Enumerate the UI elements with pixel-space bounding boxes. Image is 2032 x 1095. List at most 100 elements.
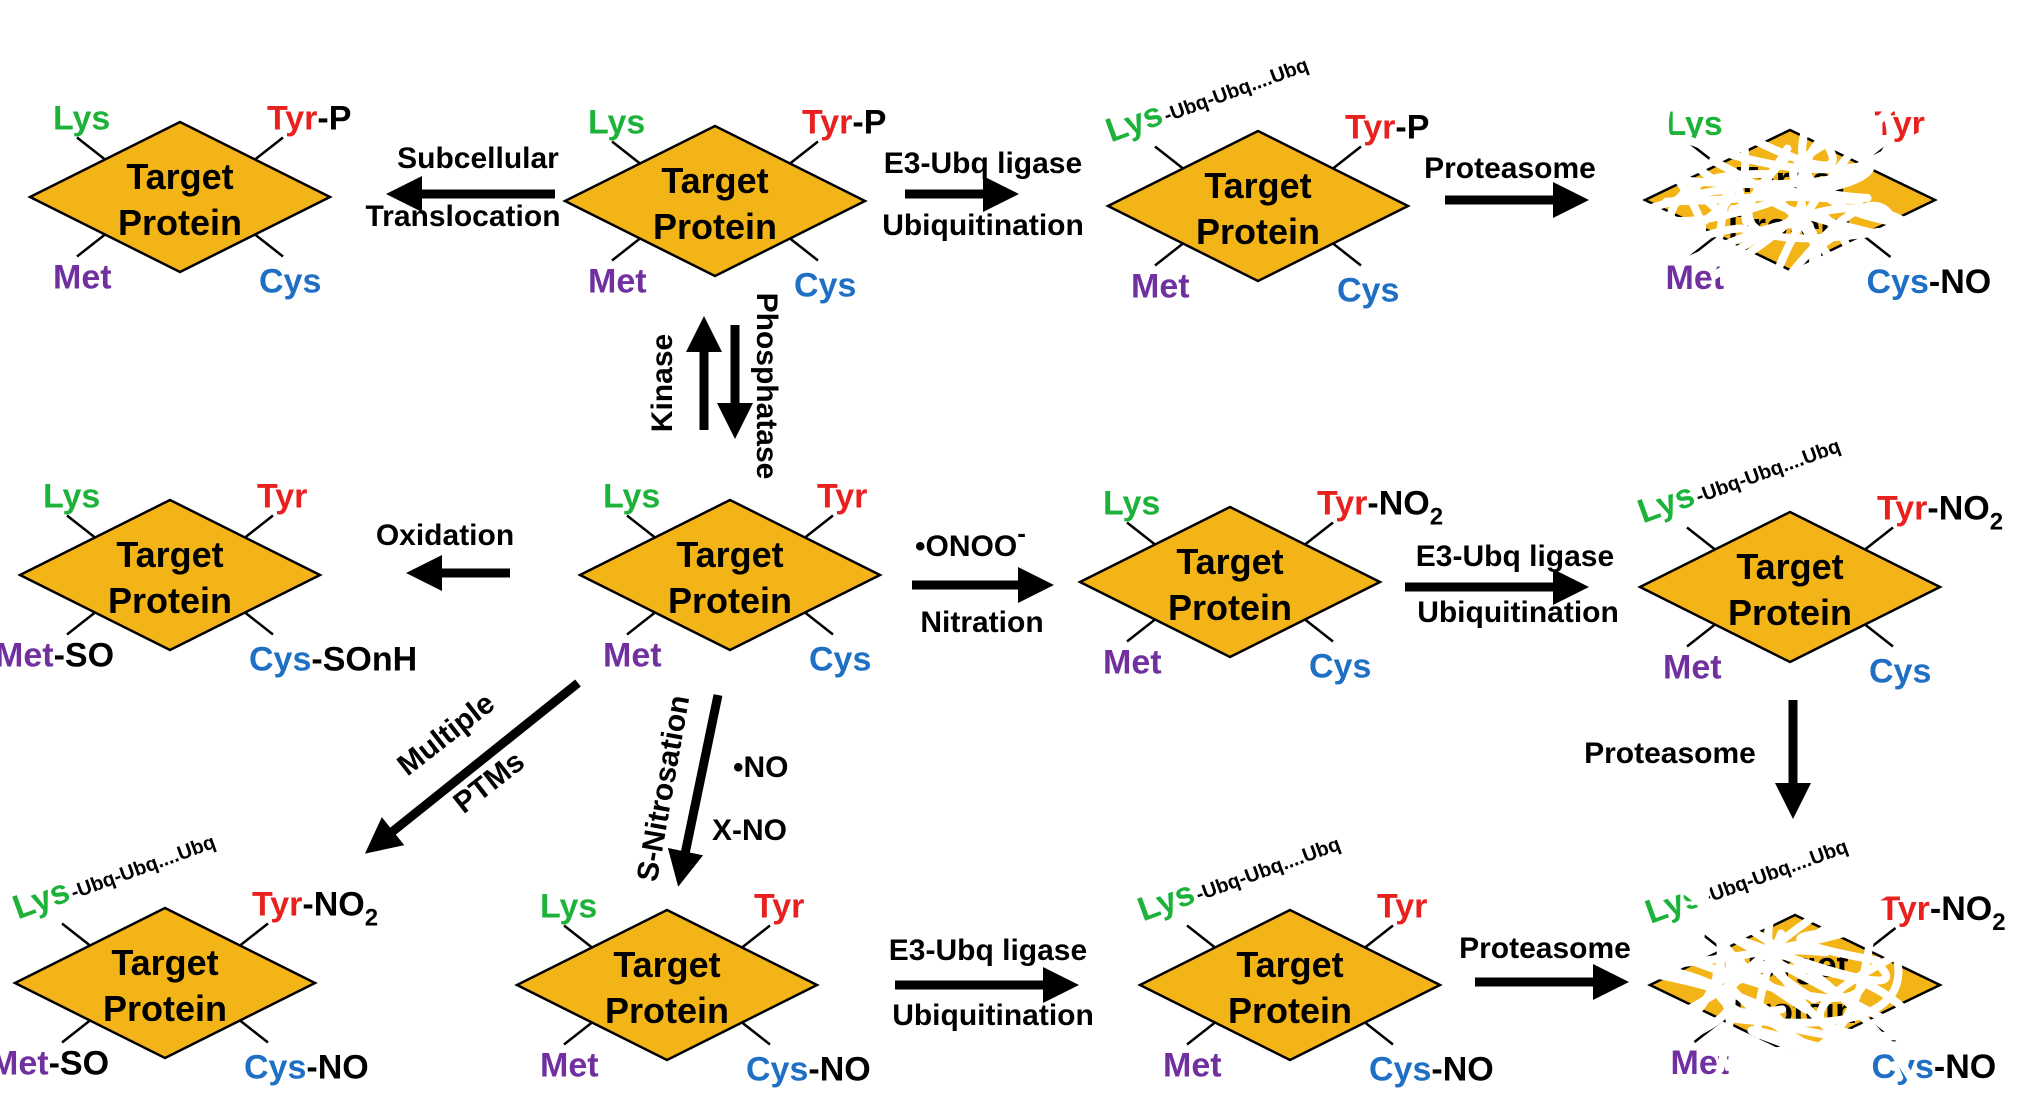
protein-label-line2: Protein: [653, 206, 777, 247]
scribble-stroke: [1637, 129, 1930, 225]
scribble-stroke: [1719, 86, 1837, 170]
phosphatase-label: Phosphatase: [750, 293, 783, 480]
met-name: Met: [0, 1045, 49, 1083]
protein-diamond: [1105, 129, 1411, 283]
target-protein-p8: TargetProteinLys-Ubq-Ubq....UbqTyr-NO2Me…: [1633, 423, 2003, 691]
protein-diamond: [1637, 510, 1943, 664]
scribble-stroke: [1716, 204, 1956, 267]
site-tick: [789, 237, 819, 262]
site-tick: [66, 611, 96, 636]
site-tick: [563, 1021, 593, 1046]
scribble-stroke: [1708, 156, 1822, 306]
site-tick: [76, 233, 106, 258]
cys-name: Cys: [1309, 648, 1371, 686]
tyr-name: Tyr: [817, 478, 867, 516]
no-radical-label: •NO: [733, 751, 789, 784]
tyr-site: Tyr-P: [802, 104, 886, 142]
protein-label-line1: Target: [126, 156, 233, 197]
met-site: Met: [1131, 268, 1190, 306]
met-name: Met: [1131, 268, 1190, 306]
protein-label-line2: Protein: [1168, 587, 1292, 628]
met-name: Met: [0, 637, 54, 675]
degradation-scribble: [1633, 86, 1956, 311]
x-no-label: X-NO: [712, 814, 787, 847]
site-tick: [239, 922, 269, 947]
oxidation-label: Oxidation: [376, 519, 514, 552]
tyr-name: Tyr: [267, 100, 317, 138]
cys-site: Cys: [1869, 653, 1931, 691]
tyr-name: Tyr: [1317, 485, 1367, 523]
lys-name: Lys: [1133, 874, 1200, 929]
site-tick: [239, 1019, 269, 1044]
site-tick: [563, 924, 593, 949]
ubq-chain: -Ubq-Ubq....Ubq: [1161, 54, 1312, 127]
degradation-scribble: [1627, 875, 1964, 1095]
arrows-layer: [364, 176, 1811, 1003]
scribble-stroke: [1629, 878, 1725, 1073]
cys-modification: -NO: [1929, 263, 1991, 301]
cys-name: Cys: [1369, 1051, 1431, 1089]
met-site: Met-SO: [0, 637, 114, 675]
scribble-stroke: [1644, 968, 1792, 1088]
lys-site: Lys-Ubq-Ubq....Ubq: [1633, 423, 1845, 531]
protein-label-line1: Target: [1736, 546, 1843, 587]
site-tick: [1861, 234, 1892, 258]
scribble-stroke: [1710, 184, 1806, 280]
cys-site: Cys-NO: [1867, 263, 1992, 301]
tyr-site: Tyr: [817, 478, 867, 516]
met-site: Met: [603, 637, 662, 675]
cys-site: Cys: [809, 641, 871, 679]
tyr-modification: -NO: [1930, 890, 1992, 928]
lys-site: Lys: [540, 888, 597, 926]
target-protein-p12: TargetProteinLys-Ubq-Ubq....UbqTyr-NO2Me…: [1627, 836, 2006, 1095]
site-tick: [626, 514, 656, 539]
translocation-label: Translocation: [365, 200, 560, 233]
target-protein-p9: TargetProteinLys-Ubq-Ubq....UbqTyr-NO2Me…: [0, 819, 378, 1086]
lys-name: Lys: [8, 872, 75, 927]
cys-modification: -NO: [1431, 1051, 1493, 1089]
tyr-name: Tyr: [802, 104, 852, 142]
subcellular-label: Subcellular: [397, 142, 559, 175]
cys-site: Cys-NO: [746, 1051, 871, 1089]
tyr-site: Tyr-P: [267, 100, 351, 138]
met-site: Met: [1163, 1047, 1222, 1085]
tyr-site: Tyr-NO2: [252, 886, 378, 932]
met-modification: -SO: [49, 1045, 109, 1083]
lys-name: Lys: [1633, 476, 1700, 531]
tyr-site: Tyr-NO2: [1880, 890, 2006, 936]
onoo-charge: -: [1017, 518, 1026, 548]
subscript-2: 2: [1992, 909, 2005, 936]
protein-label-line1: Target: [613, 944, 720, 985]
cys-site: Cys: [1309, 648, 1371, 686]
ubq-chain: -Ubq-Ubq....Ubq: [68, 831, 219, 904]
protein-label-line1: Target: [111, 942, 218, 983]
subscript-2: 2: [1430, 504, 1443, 531]
onoo-text: •ONOO: [915, 530, 1017, 563]
met-site: Met: [53, 259, 112, 297]
lys-name: Lys: [1101, 95, 1168, 150]
tyr-modification: -P: [852, 104, 886, 142]
site-tick: [1126, 618, 1156, 643]
met-site: Met-SO: [0, 1045, 109, 1083]
cys-name: Cys: [809, 641, 871, 679]
tyr-modification: -NO: [302, 886, 364, 924]
site-tick: [804, 611, 834, 636]
cys-name: Cys: [1337, 272, 1399, 310]
protein-diamond: [27, 120, 333, 274]
tyr-site: Tyr: [257, 478, 307, 516]
site-tick: [1332, 242, 1362, 267]
site-tick: [741, 924, 771, 949]
lys-site: Lys-Ubq-Ubq....Ubq: [1101, 42, 1313, 150]
lys-site: Lys: [603, 478, 660, 516]
met-name: Met: [588, 263, 647, 301]
labels-layer: Subcellular Translocation E3-Ubq ligase …: [365, 142, 1755, 1032]
site-tick: [1332, 145, 1362, 170]
lys-site: Lys-Ubq-Ubq....Ubq: [8, 819, 220, 927]
protein-diamond: [1077, 505, 1383, 659]
